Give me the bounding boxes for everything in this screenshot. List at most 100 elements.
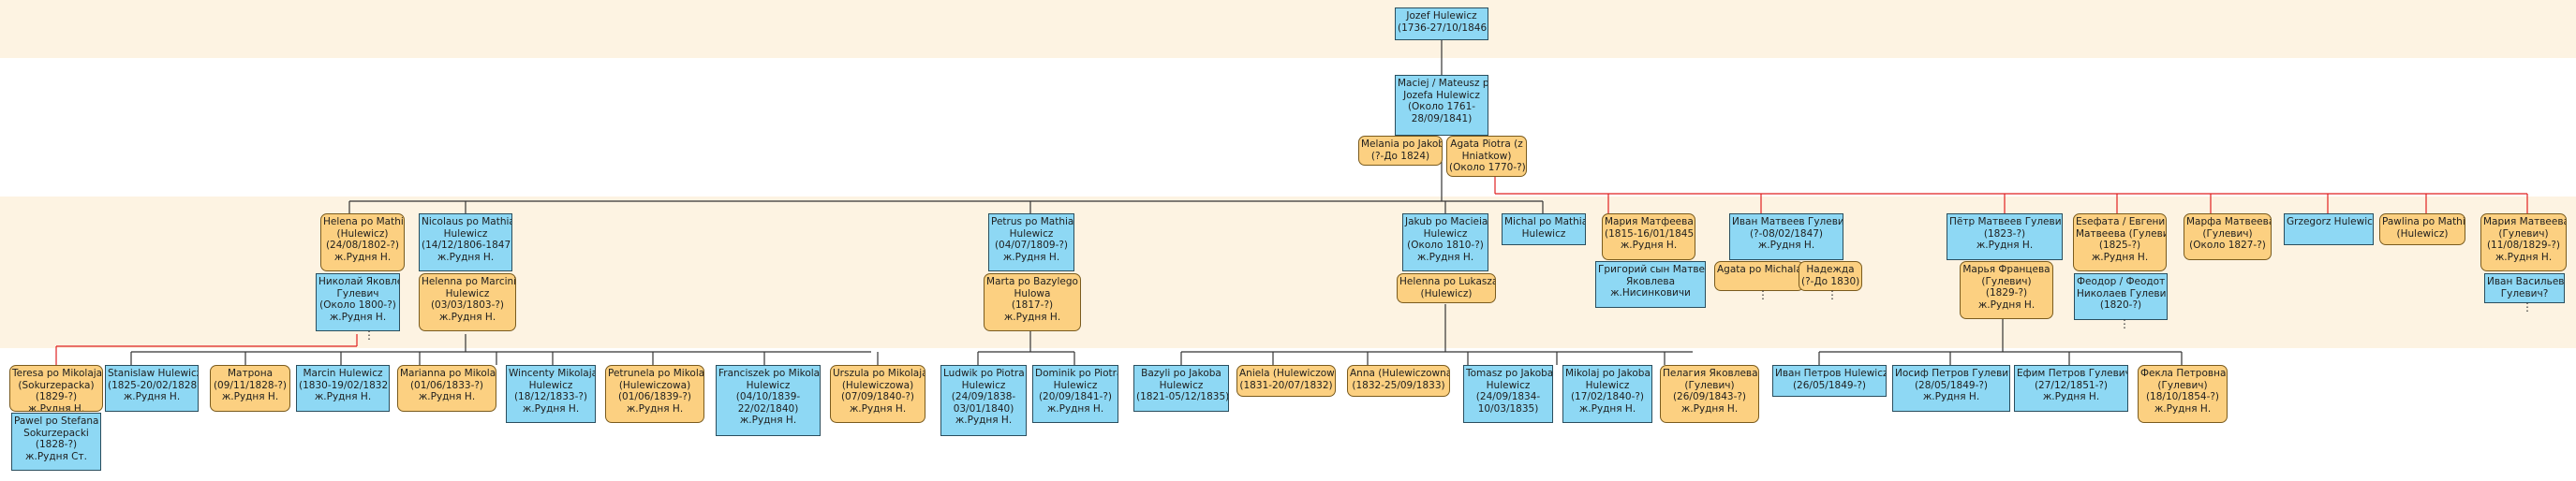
person-card-mariya_m2[interactable]: Мария Матвеева(Гулевич)(11/08/1829-?)ж.Р… (2480, 213, 2567, 271)
person-card-marcin[interactable]: Marcin Hulewicz(1830-19/02/1832)ж.Рудня … (296, 365, 390, 412)
person-card-line: (Около 1810-?) (1407, 240, 1484, 252)
person-card-line: (1831-20/07/1832) (1239, 379, 1333, 391)
person-card-line: Hulewicz (1159, 379, 1204, 391)
person-card-line: (1821-05/12/1835) (1136, 391, 1229, 403)
person-card-melania[interactable]: Melania po Jakoba(?-До 1824) (1358, 136, 1443, 166)
person-card-line: Матрона (228, 368, 273, 379)
person-card-matrona[interactable]: Матрона(09/11/1828-?)ж.Рудня Н. (210, 365, 290, 412)
expand-more-icon[interactable]: ⋮ (2119, 317, 2130, 330)
expand-more-icon[interactable]: ⋮ (2522, 300, 2533, 313)
person-card-line: (?-До 1824) (1370, 150, 1430, 162)
person-card-line: (Гулевич) (1684, 379, 1735, 391)
person-card-line: (17/02/1840-?) (1570, 391, 1645, 403)
person-card-line: (?-До 1830) (1801, 275, 1860, 287)
person-card-jozef[interactable]: Jozef Hulewicz(1736-27/10/1846) (1395, 7, 1488, 40)
person-card-line: Ефим Петров Гулевич (2017, 368, 2128, 379)
person-card-line: ж.Рудня Н. (221, 391, 279, 403)
person-card-line: (26/09/1843-?) (1672, 391, 1747, 403)
person-card-line: Agata po Michala (1717, 264, 1802, 275)
person-card-line: (18/10/1854-?) (2145, 391, 2220, 403)
expand-more-icon[interactable]: ⋮ (363, 328, 375, 342)
person-card-line: Марья Францева (1962, 264, 2050, 275)
person-card-line: Гулевич (336, 287, 379, 299)
person-card-ivan_p[interactable]: Иван Петров Hulewicz(26/05/1849-?) (1772, 365, 1887, 397)
person-card-line: Marianna po Mikolaja (400, 368, 496, 379)
person-card-line: (Sokurzepacka) (18, 379, 95, 391)
person-card-petrunela[interactable]: Petrunela po Mikolaja(Hulewiczowa)(01/06… (605, 365, 704, 423)
person-card-aniela[interactable]: Aniela (Hulewiczowa)(1831-20/07/1832) (1236, 365, 1336, 397)
person-card-line: (1815-16/01/1845) (1605, 227, 1695, 240)
person-card-line: Dominik po Piotra (1035, 368, 1118, 379)
person-card-line: Tomasz po Jakoba (1466, 368, 1553, 379)
person-card-line: Helena po Mathia (323, 216, 405, 227)
person-card-line: ж.Рудня Н. (437, 251, 495, 263)
person-card-marianna[interactable]: Marianna po Mikolaja(01/06/1833-?)ж.Рудн… (397, 365, 496, 412)
person-card-pawlina[interactable]: Pawlina po Mathia(Hulewicz) (2379, 213, 2465, 245)
person-card-line: ж.Нисинковичи (1610, 287, 1691, 299)
person-card-grzegorz[interactable]: Grzegorz Hulewicz (2284, 213, 2374, 245)
person-card-urszula[interactable]: Urszula po Mikolaja(Hulewiczowa)(07/09/1… (830, 365, 925, 423)
person-card-line: ж.Рудня Н. (333, 251, 392, 263)
person-card-line: (24/09/1838- (951, 391, 1016, 403)
person-card-stanislaw[interactable]: Stanislaw Hulewicz(1825-20/02/1828)ж.Руд… (105, 365, 199, 412)
person-card-line: Teresa po Mikolaja (12, 368, 103, 379)
person-card-petr_m[interactable]: Пётр Матвеев Гулевич(1823-?)ж.Рудня Н. (1947, 213, 2063, 260)
person-card-line: (1829-?) (35, 391, 78, 403)
person-card-line: Hulewicz (1423, 227, 1468, 240)
person-card-line: Stanislaw Hulewicz (108, 368, 199, 379)
person-card-line: Ludwik po Piotra (943, 368, 1025, 379)
person-card-line: ж.Рудня Н. (1578, 402, 1636, 415)
person-card-mariya_f[interactable]: Марья Францева(Гулевич)(1829-?)ж.Рудня Н… (1960, 261, 2053, 319)
person-card-marfa[interactable]: Марфа Матвеева(Гулевич)(Около 1827-?) (2184, 213, 2272, 260)
person-card-line: 28/09/1841) (1411, 112, 1473, 124)
person-card-line: (18/12/1833-?) (513, 391, 588, 403)
person-card-line: (Около 1827-?) (2189, 240, 2266, 252)
person-card-agata_m[interactable]: Agata po Michala (1714, 261, 1804, 291)
person-card-line: Матвеева (Гулевич) (2076, 227, 2166, 240)
person-card-line: (28/05/1849-?) (1914, 379, 1989, 391)
person-card-ivan_m[interactable]: Иван Матвеев Гулевич(?-08/02/1847)ж.Рудн… (1729, 213, 1843, 260)
person-card-nadezhda[interactable]: Надежда(?-До 1830) (1799, 261, 1862, 291)
person-card-line: (1825-20/02/1828) (108, 379, 199, 391)
person-card-teresa[interactable]: Teresa po Mikolaja(Sokurzepacka)(1829-?)… (9, 365, 103, 412)
person-card-line: Hulewicz (1009, 227, 1054, 240)
person-card-mariya_m[interactable]: Мария Матфеева(1815-16/01/1845)ж.Рудня Н… (1602, 213, 1695, 260)
person-card-line: Agata Piotra (z (1450, 138, 1523, 150)
person-card-helenna_l[interactable]: Helenna po Lukasza(Hulewicz) (1397, 273, 1496, 303)
person-card-line: ж.Рудня Н. (849, 402, 907, 415)
person-card-helena[interactable]: Helena po Mathia(Hulewicz)(24/08/1802-?)… (320, 213, 405, 271)
person-card-fekla[interactable]: Фекла Петровна(Гулевич)(18/10/1854-?)ж.Р… (2138, 365, 2228, 423)
person-card-pelageya[interactable]: Пелагия Яковлева(Гулевич)(26/09/1843-?)ж… (1660, 365, 1759, 423)
person-card-line: Надежда (1806, 264, 1855, 275)
expand-more-icon[interactable]: ⋮ (1757, 288, 1769, 301)
person-card-line: (14/12/1806-1847) (422, 240, 512, 252)
person-card-line: (03/03/1803-?) (430, 299, 505, 312)
person-card-iosif[interactable]: Иосиф Петров Гулевич(28/05/1849-?)ж.Рудн… (1892, 365, 2010, 412)
person-card-efim[interactable]: Ефим Петров Гулевич(27/12/1851-?)ж.Рудня… (2014, 365, 2128, 412)
expand-more-icon[interactable]: ⋮ (1827, 288, 1838, 301)
person-card-anna[interactable]: Anna (Hulewiczowna)(1832-25/09/1833) (1347, 365, 1450, 397)
person-card-line: ж.Рудня Н. (27, 402, 85, 412)
person-card-line: Petrunela po Mikolaja (608, 368, 704, 379)
